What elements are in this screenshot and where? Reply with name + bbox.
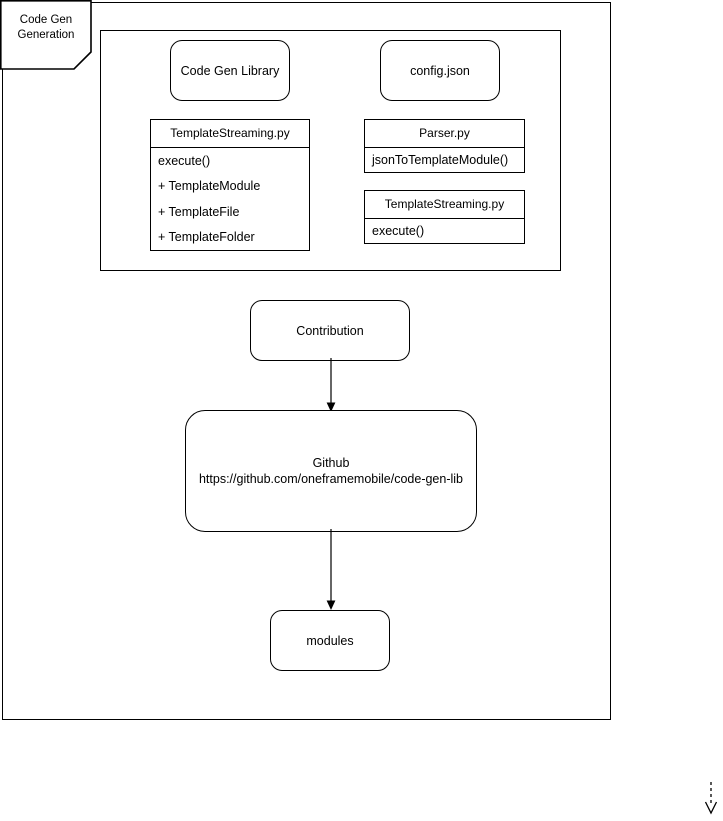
class-box-template-streaming-left[interactable]: TemplateStreaming.py execute() + Templat… <box>150 119 310 251</box>
class-box-body: execute() + TemplateModule + TemplateFil… <box>151 148 309 250</box>
node-modules[interactable]: modules <box>270 610 390 671</box>
class-box-row: + TemplateFile <box>158 204 240 219</box>
node-github-text: Github https://github.com/oneframemobile… <box>186 455 476 487</box>
node-config-json-label: config.json <box>410 63 470 78</box>
node-config-json[interactable]: config.json <box>380 40 500 101</box>
dashed-arrow-down-icon <box>704 782 718 815</box>
outer-frame <box>2 2 611 720</box>
node-contribution[interactable]: Contribution <box>250 300 410 361</box>
node-github-line-2: https://github.com/oneframemobile/code-g… <box>198 472 464 486</box>
node-code-gen-library[interactable]: Code Gen Library <box>170 40 290 101</box>
class-box-body: execute() <box>365 219 524 243</box>
node-github-line-1: Github <box>312 456 350 470</box>
class-box-body: jsonToTemplateModule() <box>365 148 524 172</box>
class-box-parser-py[interactable]: Parser.py jsonToTemplateModule() <box>364 119 525 173</box>
group-frame-code-gen <box>100 30 561 271</box>
class-box-title: Parser.py <box>365 120 524 148</box>
class-box-row: jsonToTemplateModule() <box>372 153 509 167</box>
corner-tab-shape <box>0 0 92 70</box>
corner-tab-code-gen-generation: Code Gen Generation <box>0 0 92 70</box>
class-box-row: + TemplateFolder <box>158 230 255 245</box>
class-box-title: TemplateStreaming.py <box>151 120 309 148</box>
node-github[interactable]: Github https://github.com/oneframemobile… <box>185 410 477 532</box>
node-code-gen-library-label: Code Gen Library <box>180 63 280 78</box>
edge-dangling-bottom-right <box>700 782 722 820</box>
node-modules-label: modules <box>306 633 354 648</box>
class-box-template-streaming-right[interactable]: TemplateStreaming.py execute() <box>364 190 525 244</box>
class-box-row: execute() <box>372 224 425 238</box>
class-box-row: execute() <box>158 153 211 168</box>
class-box-title: TemplateStreaming.py <box>365 191 524 219</box>
node-contribution-label: Contribution <box>296 323 364 338</box>
class-box-row: + TemplateModule <box>158 179 261 194</box>
